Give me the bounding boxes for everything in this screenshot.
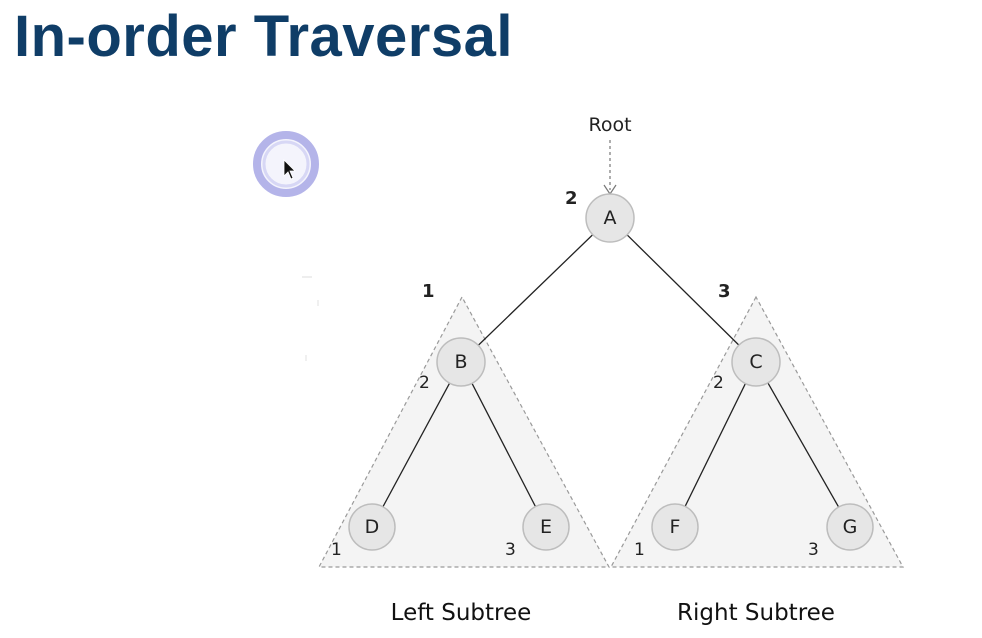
edge-a-b bbox=[460, 217, 611, 363]
order-number-right-subtree: 3 bbox=[718, 281, 731, 302]
tree-node-b-circle bbox=[436, 337, 486, 387]
tree-node-g-circle bbox=[826, 503, 874, 551]
tree-node-label: B bbox=[454, 351, 467, 373]
tree-node-label: C bbox=[749, 351, 762, 373]
tree-node-f: F bbox=[651, 503, 699, 551]
tree-node-label: F bbox=[670, 516, 681, 538]
right-subtree-caption: Right Subtree bbox=[677, 600, 835, 626]
tree-node-c: C bbox=[731, 337, 781, 387]
tree-node-a-circle bbox=[585, 193, 635, 243]
edge-c-f bbox=[674, 361, 757, 528]
order-number-e: 3 bbox=[505, 540, 516, 560]
order-number-left-subtree: 1 bbox=[422, 281, 435, 302]
tree-node-label: E bbox=[540, 516, 552, 538]
edge-c-g bbox=[755, 361, 851, 528]
cursor-highlight bbox=[253, 131, 319, 197]
order-number-root: 2 bbox=[565, 188, 578, 209]
edge-b-e bbox=[460, 361, 547, 528]
cursor-ring-inner bbox=[262, 140, 310, 188]
tree-node-d-circle bbox=[348, 503, 396, 551]
slide-title: In-order Traversal bbox=[14, 4, 513, 69]
left-subtree-region bbox=[318, 295, 611, 568]
order-number-f: 1 bbox=[634, 540, 645, 560]
tree-node-e-circle bbox=[522, 503, 570, 551]
tree-node-c-circle bbox=[731, 337, 781, 387]
edge-a-c bbox=[609, 217, 757, 363]
order-number-g: 3 bbox=[808, 540, 819, 560]
left-subtree-caption: Left Subtree bbox=[391, 600, 532, 626]
edge-b-d bbox=[371, 361, 462, 528]
root-pointer-label: Root bbox=[588, 114, 631, 136]
mouse-pointer-icon bbox=[283, 159, 296, 180]
order-number-c: 2 bbox=[713, 373, 724, 393]
tree-node-f-circle bbox=[651, 503, 699, 551]
order-number-d: 1 bbox=[331, 540, 342, 560]
tree-node-d: D bbox=[348, 503, 396, 551]
tree-node-b: B bbox=[436, 337, 486, 387]
tree-node-label: G bbox=[843, 516, 858, 538]
right-subtree-region bbox=[609, 295, 905, 568]
tree-node-a: A bbox=[585, 193, 635, 243]
tree-node-label: A bbox=[604, 207, 617, 229]
tree-node-e: E bbox=[522, 503, 570, 551]
tree-node-label: D bbox=[365, 516, 380, 538]
order-number-b: 2 bbox=[419, 373, 430, 393]
tree-node-g: G bbox=[826, 503, 874, 551]
